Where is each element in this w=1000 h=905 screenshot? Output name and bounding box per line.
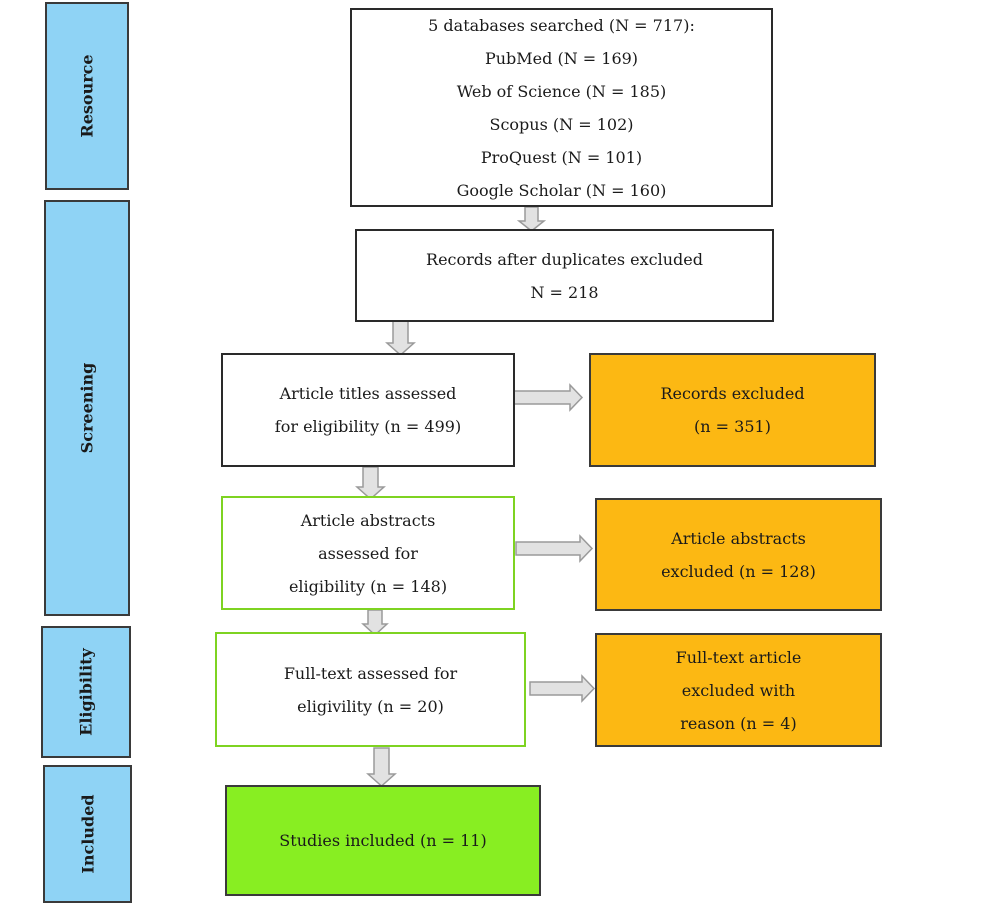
abstracts-excluded-label: Article abstracts (671, 528, 806, 548)
abstracts-count: eligibility (n = 148) (288, 576, 448, 596)
arrow-down-databases-duplicates (516, 206, 547, 232)
databases-total: 5 databases searched (N = 717): (428, 15, 695, 35)
duplicates-count: N = 218 (530, 282, 599, 302)
abstracts-label-2: assessed for (318, 543, 418, 563)
arrow-down-abstracts-fulltext (361, 609, 389, 637)
phase-screening: Screening (44, 200, 130, 616)
arrow-right-fulltext-excluded (529, 674, 596, 703)
database-google-scholar: Google Scholar (N = 160) (456, 180, 667, 200)
studies-included-label: Studies included (n = 11) (279, 831, 487, 850)
fulltext-label: Full-text assessed for (283, 663, 458, 683)
database-scopus: Scopus (N = 102) (489, 114, 634, 134)
titles-label: Article titles assessed (279, 384, 457, 403)
titles-assessed-box: Article titles assessed for eligibility … (221, 353, 515, 467)
fulltext-excluded-box: Full-text article excluded with reason (… (595, 633, 882, 747)
fulltext-count: eligivility (n = 20) (297, 696, 444, 716)
studies-included-box: Studies included (n = 11) (225, 785, 541, 896)
abstracts-assessed-box: Article abstracts assessed for eligibili… (221, 496, 515, 610)
abstracts-label-1: Article abstracts (300, 510, 436, 530)
fulltext-excluded-label-2: excluded with (681, 680, 796, 700)
duplicates-label: Records after duplicates excluded (426, 249, 703, 269)
arrow-right-abstracts-excluded (515, 534, 594, 563)
database-web-of-science: Web of Science (N = 185) (456, 81, 667, 101)
records-excluded-label: Records excluded (660, 384, 805, 403)
records-excluded-box: Records excluded (n = 351) (589, 353, 876, 467)
duplicates-excluded-box: Records after duplicates excluded N = 21… (355, 229, 774, 322)
fulltext-excluded-label-1: Full-text article (675, 647, 802, 667)
arrow-right-titles-excluded (513, 383, 584, 412)
database-pubmed: PubMed (N = 169) (484, 48, 639, 68)
titles-count: for eligibility (n = 499) (274, 417, 462, 436)
databases-searched-box: 5 databases searched (N = 717): PubMed (… (350, 8, 773, 207)
phase-resource: Resource (45, 2, 129, 190)
phase-included: Included (43, 765, 132, 903)
phase-eligibility: Eligibility (41, 626, 131, 758)
database-proquest: ProQuest (N = 101) (480, 147, 643, 167)
arrow-down-titles-abstracts (355, 466, 386, 501)
arrow-down-fulltext-included (366, 747, 397, 788)
fulltext-excluded-count: reason (n = 4) (680, 713, 797, 733)
arrow-down-duplicates-titles (385, 319, 416, 357)
abstracts-excluded-count: excluded (n = 128) (661, 561, 816, 581)
records-excluded-count: (n = 351) (694, 417, 771, 436)
fulltext-assessed-box: Full-text assessed for eligivility (n = … (215, 632, 526, 747)
abstracts-excluded-box: Article abstracts excluded (n = 128) (595, 498, 882, 611)
